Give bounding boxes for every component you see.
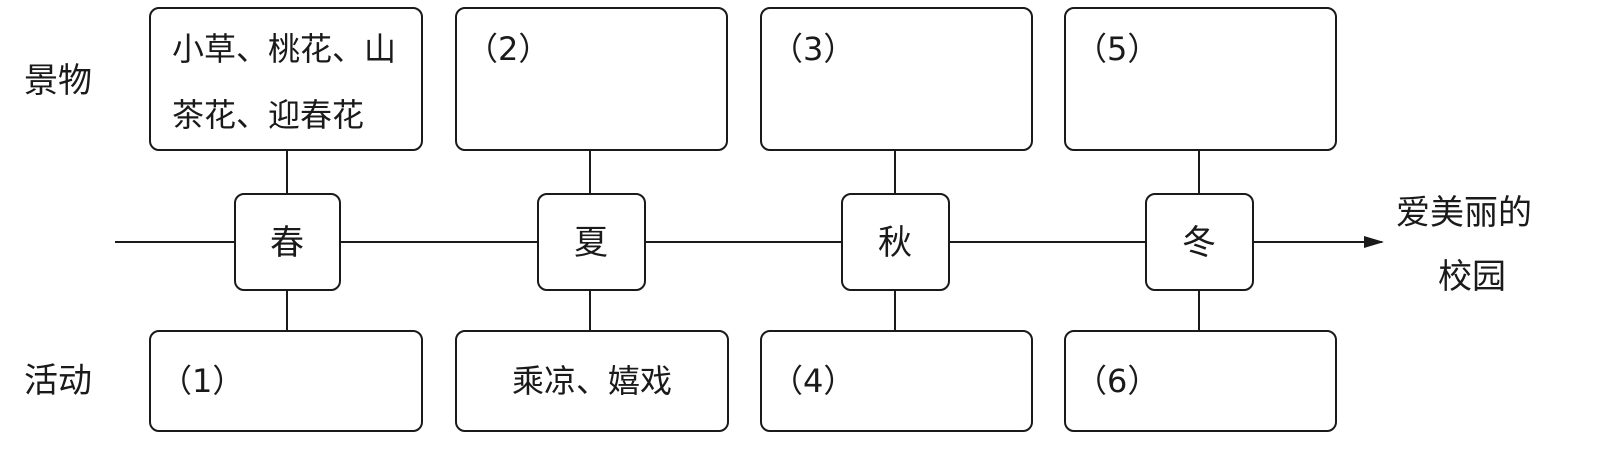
scenery-box-autumn xyxy=(760,7,1033,151)
destination-text-line1: 爱美丽的 xyxy=(1396,193,1532,233)
activity-text-winter: （6） xyxy=(1075,362,1159,400)
scenery-text-autumn: （3） xyxy=(771,30,855,68)
season-label-winter: 冬 xyxy=(1182,223,1216,263)
row-label-scenery: 景物 xyxy=(24,61,92,101)
activity-text-autumn: （4） xyxy=(771,362,855,400)
season-label-autumn: 秋 xyxy=(878,223,912,263)
season-label-summer: 夏 xyxy=(574,223,608,263)
season-box-spring xyxy=(234,193,341,291)
scenery-box-winter xyxy=(1064,7,1337,151)
season-box-winter xyxy=(1145,193,1254,291)
activity-text-spring: （1） xyxy=(160,362,244,400)
scenery-text-spring-line2: 茶花、迎春花 xyxy=(172,96,364,134)
scenery-box-summer xyxy=(455,7,728,151)
activity-box-autumn xyxy=(760,330,1033,432)
row-label-activity: 活动 xyxy=(24,361,92,401)
scenery-box-spring xyxy=(149,7,423,151)
activity-box-summer xyxy=(455,330,729,432)
activity-text-summer: 乘凉、嬉戏 xyxy=(512,362,672,400)
scenery-text-summer: （2） xyxy=(466,30,550,68)
scenery-text-spring-line1: 小草、桃花、山 xyxy=(172,30,396,68)
scenery-text-winter: （5） xyxy=(1075,30,1159,68)
season-box-summer xyxy=(537,193,646,291)
destination-text-line2: 校园 xyxy=(1438,257,1506,297)
season-label-spring: 春 xyxy=(270,223,304,263)
season-box-autumn xyxy=(841,193,950,291)
activity-box-winter xyxy=(1064,330,1337,432)
activity-box-spring xyxy=(149,330,423,432)
